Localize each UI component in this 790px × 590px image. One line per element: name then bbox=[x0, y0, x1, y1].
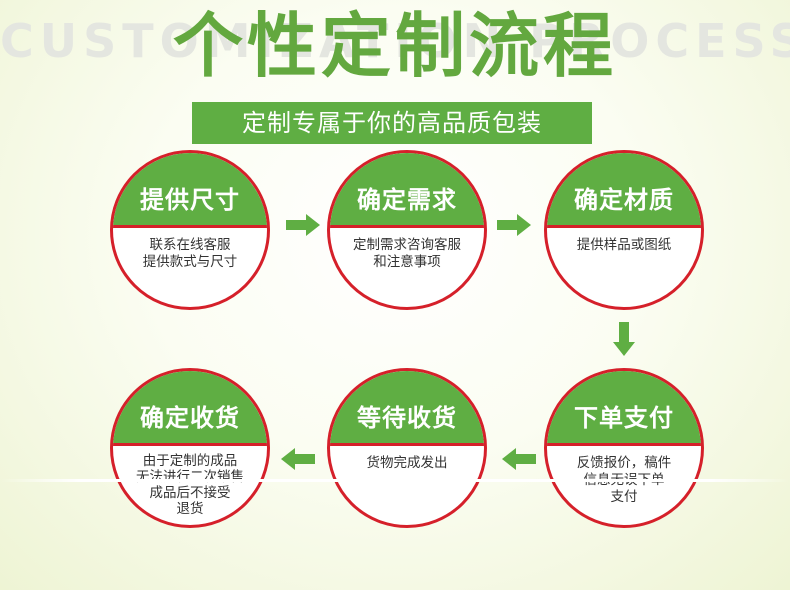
decorative-divider bbox=[0, 479, 790, 482]
step-header: 下单支付 bbox=[547, 371, 701, 446]
step-confirm-receipt: 确定收货 由于定制的成品 无法进行二次销售 成品后不接受 退货 bbox=[110, 368, 270, 528]
step-provide-size: 提供尺寸 联系在线客服 提供款式与尺寸 bbox=[110, 150, 270, 310]
step-header: 等待收货 bbox=[330, 371, 484, 446]
step-header: 确定材质 bbox=[547, 153, 701, 228]
arrow-right-icon bbox=[497, 214, 531, 236]
step-description: 货物完成发出 bbox=[342, 455, 472, 472]
step-confirm-material: 确定材质 提供样品或图纸 bbox=[544, 150, 704, 310]
step-description: 提供样品或图纸 bbox=[559, 237, 689, 254]
step-desc-line: 联系在线客服 bbox=[149, 237, 231, 253]
arrow-down-icon bbox=[613, 322, 635, 356]
step-header: 确定收货 bbox=[113, 371, 267, 446]
step-description: 定制需求咨询客服 和注意事项 bbox=[342, 237, 472, 271]
step-await-delivery: 等待收货 货物完成发出 bbox=[327, 368, 487, 528]
background-watermark: CUSTOMIZATION PROCESS bbox=[0, 14, 790, 68]
arrow-right-icon bbox=[286, 214, 320, 236]
step-desc-line: 提供款式与尺寸 bbox=[142, 254, 238, 270]
step-header: 提供尺寸 bbox=[113, 153, 267, 228]
arrow-left-icon bbox=[281, 448, 315, 470]
step-description: 联系在线客服 提供款式与尺寸 bbox=[125, 237, 255, 271]
step-title: 确定收货 bbox=[140, 404, 240, 432]
step-place-order: 下单支付 反馈报价，稿件 信息无误下单 支付 bbox=[544, 368, 704, 528]
step-title: 下单支付 bbox=[574, 404, 674, 432]
arrow-left-icon bbox=[502, 448, 536, 470]
step-title: 确定需求 bbox=[357, 186, 457, 214]
page-title: 个性定制流程 bbox=[173, 5, 617, 87]
step-desc-line: 退货 bbox=[176, 501, 204, 517]
step-description: 反馈报价，稿件 信息无误下单 支付 bbox=[559, 455, 689, 506]
step-title: 确定材质 bbox=[574, 186, 674, 214]
step-desc-line: 定制需求咨询客服 bbox=[353, 237, 461, 253]
step-title: 等待收货 bbox=[357, 404, 457, 432]
step-desc-line: 成品后不接受 bbox=[149, 485, 231, 501]
step-desc-line: 支付 bbox=[610, 489, 638, 505]
step-description: 由于定制的成品 无法进行二次销售 成品后不接受 退货 bbox=[125, 453, 255, 517]
step-desc-line: 反馈报价，稿件 bbox=[576, 455, 672, 471]
step-header: 确定需求 bbox=[330, 153, 484, 228]
step-desc-line: 提供样品或图纸 bbox=[576, 237, 672, 253]
step-title: 提供尺寸 bbox=[140, 186, 240, 214]
step-desc-line: 货物完成发出 bbox=[366, 455, 448, 471]
subtitle-banner: 定制专属于你的高品质包装 bbox=[192, 102, 592, 144]
step-desc-line: 无法进行二次销售 bbox=[136, 469, 244, 485]
step-desc-line: 由于定制的成品 bbox=[142, 453, 238, 469]
step-desc-line: 和注意事项 bbox=[373, 254, 441, 270]
step-confirm-needs: 确定需求 定制需求咨询客服 和注意事项 bbox=[327, 150, 487, 310]
